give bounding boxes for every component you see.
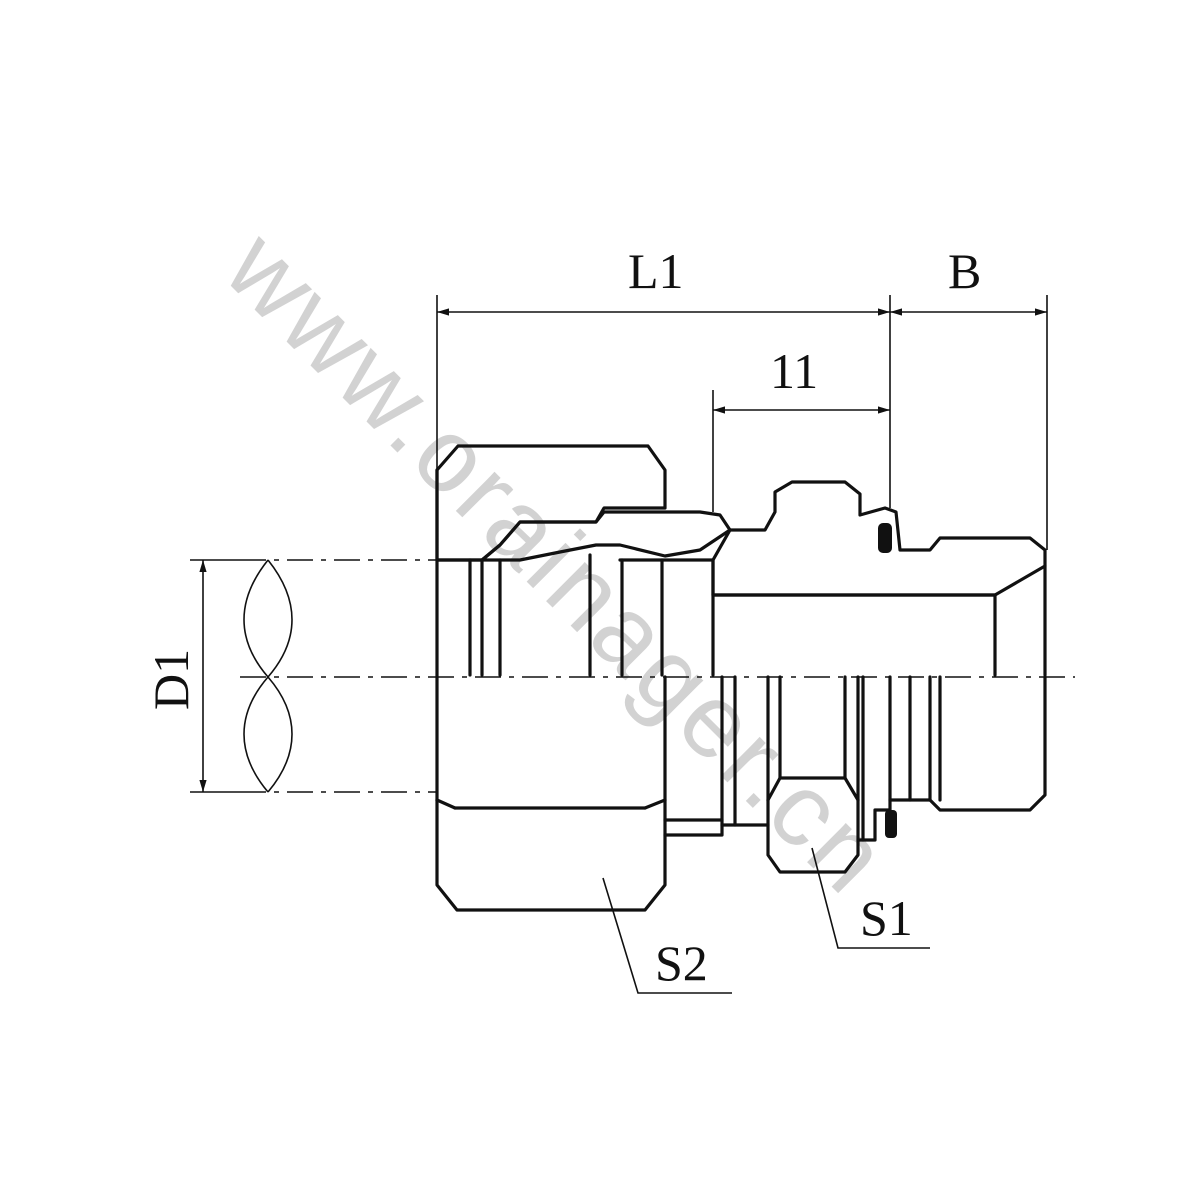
- label-b: B: [948, 243, 981, 299]
- label-l1: L1: [628, 243, 684, 299]
- body-section: [711, 480, 1047, 597]
- label-s2: S2: [655, 935, 708, 991]
- watermark-text: www.orainager.cn: [203, 209, 911, 917]
- label-d1: D1: [143, 649, 199, 710]
- body-hex: [766, 675, 860, 874]
- o-ring: [878, 523, 892, 553]
- lower-outside-view: [435, 675, 1047, 912]
- o-ring-lower: [885, 810, 897, 838]
- nut-hex: [435, 675, 667, 912]
- dimensions: [190, 295, 1048, 994]
- leader-s2: [602, 877, 732, 994]
- label-s1: S1: [860, 890, 913, 946]
- label-l1-small: 11: [770, 343, 818, 399]
- upper-section-view: [435, 444, 1047, 802]
- leader-s1: [811, 847, 930, 949]
